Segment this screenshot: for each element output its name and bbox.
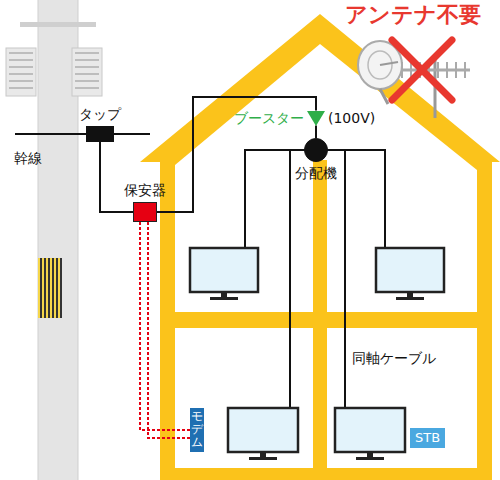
antenna-icon [358,41,470,118]
tv-screen [376,248,444,292]
label-text: 同軸ケーブル [352,350,436,367]
node-text: 保安器 [124,182,166,199]
modem-box: モデム [190,408,204,452]
connector [140,222,190,438]
node-shape [304,138,328,162]
house-outline [140,14,500,480]
connector [157,97,316,212]
lan-cable [148,222,190,438]
cross-mark [392,40,452,100]
stb-box: STB [410,428,445,448]
node-shape [86,126,114,142]
tv-screen [335,408,405,452]
coaxial-cable [100,142,133,212]
node-text: STB [415,430,440,446]
pole-guard-stripe [38,258,62,318]
label-text: アンテナ不要 [345,2,481,28]
node-text: モデム [191,410,203,450]
tv-screen [228,408,298,452]
coaxial-cable [157,97,316,212]
node-text: タップ [79,106,121,123]
connector [100,142,133,212]
tv-sets [190,248,444,460]
protector-box: 保安器 [124,182,166,222]
node-text: 分配機 [295,165,337,182]
pole-crossarm [20,22,96,27]
booster-triangle [307,111,325,126]
house-center-wall [313,160,327,480]
connector [316,126,317,139]
node-shape [133,202,157,222]
coaxial-cable [315,126,317,139]
distributor: 分配機 [295,138,337,182]
tap-box: タップ [79,106,121,142]
node-text: ブースター [234,110,304,127]
transformers [6,48,102,96]
coaxial-wires [245,150,385,408]
label-text: 幹線 [14,150,42,167]
trunk-line [15,133,150,135]
tv-screen [190,248,258,292]
node-text: (100V) [328,110,375,127]
booster: ブースター (100V) [234,110,375,127]
